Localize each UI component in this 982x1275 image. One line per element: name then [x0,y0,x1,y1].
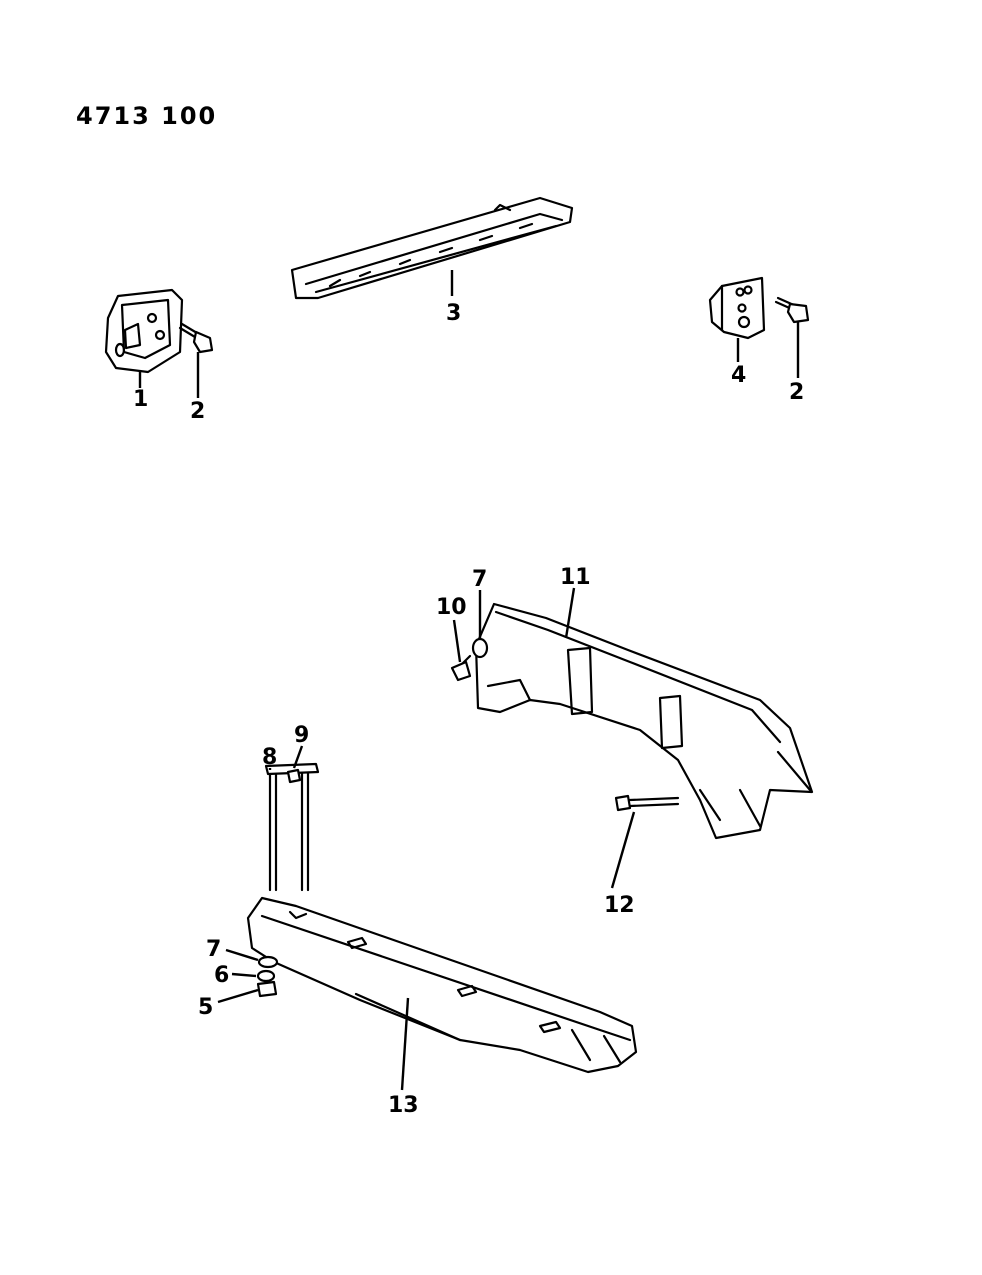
part-3-bar [290,196,574,300]
part-11-crossmember [474,602,814,840]
part-10-bolt [450,654,472,682]
callout-1: 1 [133,387,148,412]
callout-7-upper: 7 [472,567,487,592]
part-9-nut [286,768,302,784]
part-2-bolt-left [178,322,214,354]
callout-13: 13 [388,1093,419,1118]
part-13-crossmember [246,896,638,1074]
part-5-nut [256,980,278,998]
part-2-bolt-right [774,296,810,324]
part-12-bolt [614,794,680,812]
leader-lines [138,270,800,1091]
callout-2-left: 2 [190,399,205,424]
callout-2-right: 2 [789,380,804,405]
part-7-washer-upper [471,637,489,659]
callout-12: 12 [604,893,635,918]
callout-5: 5 [198,995,213,1020]
callout-9: 9 [294,723,309,748]
callout-10: 10 [436,595,467,620]
callout-11: 11 [560,565,591,590]
part-8-studs [264,762,320,892]
diagram-reference-number: 4713 100 [76,102,218,130]
callout-6: 6 [214,963,229,988]
callout-7-lower: 7 [206,937,221,962]
part-7-washer-lower [257,955,279,969]
part-6-lockwasher [256,969,276,983]
part-4-bracket [708,276,766,340]
callout-3: 3 [446,301,461,326]
part-1-bracket [104,288,184,374]
callout-8: 8 [262,745,277,770]
callout-4: 4 [731,363,746,388]
